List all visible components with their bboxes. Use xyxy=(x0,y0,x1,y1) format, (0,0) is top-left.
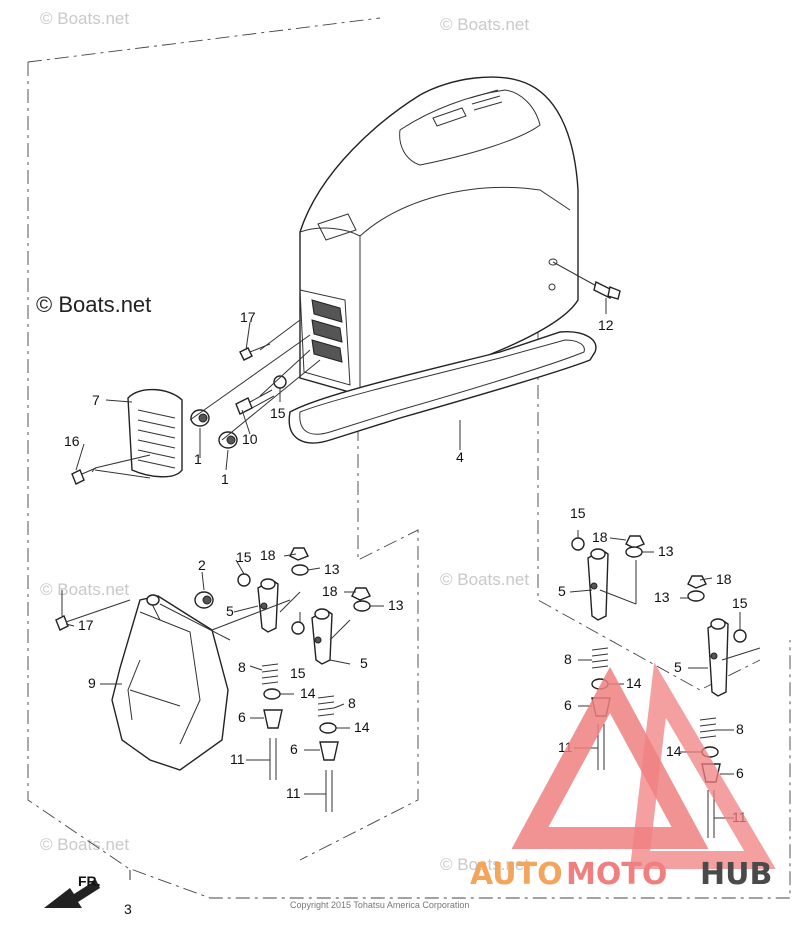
grommet-1a xyxy=(190,409,210,427)
springs-8-right xyxy=(591,647,717,739)
callout-6a: 6 xyxy=(238,709,246,725)
front-arrow: FR. xyxy=(44,873,101,908)
front-label: FR. xyxy=(78,873,101,889)
screw-16 xyxy=(71,467,97,485)
watermark-center: © Boats.net xyxy=(440,570,529,589)
bolt-10 xyxy=(235,389,275,415)
callout-12: 12 xyxy=(598,317,614,333)
nuts-18-lower-left xyxy=(289,547,371,601)
latch-5d xyxy=(707,618,729,697)
top-cowling xyxy=(299,76,579,396)
inner-boundary-left xyxy=(299,400,419,861)
watermark-middle-left: © Boats.net xyxy=(40,580,129,599)
callout-15d: 15 xyxy=(570,505,586,521)
callout-14a: 14 xyxy=(300,685,316,701)
watermark-bottom-right: © Boats.net xyxy=(440,855,529,874)
callout-15b: 15 xyxy=(236,549,252,565)
assembly-boundary xyxy=(27,17,791,899)
callout-18c: 18 xyxy=(592,529,608,545)
callout-15e: 15 xyxy=(732,595,748,611)
lower-cover-9 xyxy=(111,594,229,771)
automotohub-logo: AUTO MOTO HUB xyxy=(470,662,776,892)
logo-moto: MOTO xyxy=(566,857,667,892)
grommet-1b xyxy=(218,431,238,449)
washers-13-right xyxy=(625,546,705,602)
callout-7: 7 xyxy=(92,392,100,408)
callout-5b: 5 xyxy=(360,655,368,671)
grommet-2 xyxy=(194,591,214,609)
watermark-top-right: © Boats.net xyxy=(440,15,529,34)
explode-lines-left xyxy=(189,319,321,441)
callout-13d: 13 xyxy=(654,589,670,605)
callout-3: 3 xyxy=(124,901,132,917)
callout-17b: 17 xyxy=(78,617,94,633)
callout-11a: 11 xyxy=(230,751,245,767)
callout-17a: 17 xyxy=(240,309,256,325)
explode-lines-lower-left xyxy=(159,591,351,641)
callout-10: 10 xyxy=(242,431,258,447)
latch-5b xyxy=(311,608,333,665)
logo-hub: HUB xyxy=(700,857,772,892)
callout-6c: 6 xyxy=(564,697,572,713)
callout-5c: 5 xyxy=(558,583,566,599)
callout-13c: 13 xyxy=(658,543,674,559)
callout-6b: 6 xyxy=(290,741,298,757)
collars-15-right xyxy=(571,537,747,643)
callout-5a: 5 xyxy=(226,603,234,619)
callout-2: 2 xyxy=(198,557,206,573)
callout-16: 16 xyxy=(64,433,80,449)
callout-13b: 13 xyxy=(388,597,404,613)
pins-11-lower-left xyxy=(269,738,333,812)
logo-auto: AUTO xyxy=(470,857,563,892)
callout-18d: 18 xyxy=(716,571,732,587)
screw-17-bottom xyxy=(55,590,131,631)
callout-18a: 18 xyxy=(260,547,276,563)
callout-14c: 14 xyxy=(626,675,642,691)
watermark-top-left: © Boats.net xyxy=(40,9,129,28)
callout-8c: 8 xyxy=(564,651,572,667)
callout-5d: 5 xyxy=(674,659,682,675)
callout-15c: 15 xyxy=(290,665,306,681)
callout-6d: 6 xyxy=(736,765,744,781)
bolt-12 xyxy=(552,261,621,300)
callout-9: 9 xyxy=(88,675,96,691)
inner-boundary-right xyxy=(537,250,761,691)
springs-8-lower-left xyxy=(261,663,335,717)
callout-8b: 8 xyxy=(348,695,356,711)
copyright-text: Copyright 2015 Tohatsu America Corporati… xyxy=(290,900,469,910)
air-intake-grille xyxy=(91,388,183,479)
explode-lines-right xyxy=(599,560,761,661)
callout-14d: 14 xyxy=(666,743,682,759)
callout-1b: 1 xyxy=(221,471,229,487)
cowling-seal xyxy=(288,331,597,444)
callout-15a: 15 xyxy=(270,405,286,421)
callout-14b: 14 xyxy=(354,719,370,735)
callout-8a: 8 xyxy=(238,659,246,675)
collars-15-lower-left xyxy=(237,573,305,635)
callout-labels: 7 16 1 1 10 15 17 12 4 2 17 9 15 18 13 1… xyxy=(64,309,748,917)
callout-1a: 1 xyxy=(194,451,202,467)
callout-18b: 18 xyxy=(322,583,338,599)
callout-4: 4 xyxy=(456,449,464,465)
nuts-18-right xyxy=(625,535,707,589)
latch-5a xyxy=(257,578,279,633)
bushings-6-lower-left xyxy=(263,709,339,761)
watermark-main: © Boats.net xyxy=(36,292,151,317)
callout-11b: 11 xyxy=(286,785,301,801)
callout-13a: 13 xyxy=(324,561,340,577)
callout-8d: 8 xyxy=(736,721,744,737)
watermark-bottom-left: © Boats.net xyxy=(40,835,129,854)
latch-5c xyxy=(587,548,609,621)
